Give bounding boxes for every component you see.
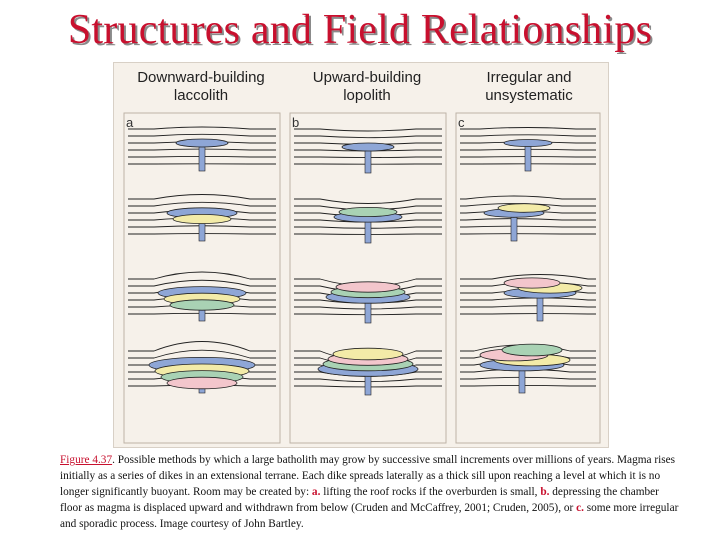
- stratum-line: [128, 126, 276, 130]
- stratum-line: [128, 201, 276, 207]
- column-title-line1: Upward-building: [312, 69, 422, 86]
- column-title-lopolith: Upward-building lopolith: [292, 69, 442, 105]
- caption-option-b: b.: [540, 486, 550, 498]
- magma-sheet: [503, 277, 561, 289]
- magma-sheet: [497, 203, 551, 213]
- magma-sheet: [169, 299, 235, 311]
- stratum-line: [128, 271, 276, 280]
- magma-sheet: [172, 213, 232, 224]
- stratum-line: [128, 341, 276, 352]
- stratum-line: [460, 127, 596, 130]
- feeder-dike: [198, 144, 206, 172]
- batholith-growth-figure: Downward-building laccolith Upward-build…: [113, 62, 609, 448]
- magma-sheet: [338, 206, 398, 217]
- column-title-irregular: Irregular and unsystematic: [454, 69, 604, 105]
- magma-sheet: [503, 139, 553, 147]
- column-title-line2: unsystematic: [485, 87, 573, 104]
- stratum-line: [294, 128, 442, 132]
- column-title-line1: Irregular and: [486, 69, 572, 86]
- column-title-line2: lopolith: [343, 87, 391, 104]
- panel-label-c: c: [458, 115, 465, 130]
- caption-figure-label: Figure 4.37: [60, 454, 113, 466]
- caption-text: lifting the roof rocks if the overburden…: [320, 486, 541, 498]
- magma-sheet: [166, 376, 238, 390]
- stratum-line: [128, 133, 276, 137]
- caption-text: . Possible methods by which a large bath…: [60, 454, 676, 498]
- stratum-line: [128, 194, 276, 200]
- magma-sheet: [341, 142, 395, 152]
- stratum-line: [294, 135, 442, 139]
- stratum-line: [460, 195, 596, 200]
- caption-option-c: c.: [576, 502, 584, 514]
- column-title-line2: laccolith: [173, 87, 229, 104]
- feeder-dike: [510, 214, 518, 242]
- stratum-line: [128, 279, 276, 287]
- magma-sheet: [175, 138, 229, 148]
- column-title-laccolith: Downward-building laccolith: [126, 69, 276, 105]
- stratum-line: [460, 274, 596, 280]
- caption-text: some more irregular and sporadic process…: [60, 502, 679, 530]
- magma-sheet: [501, 343, 563, 357]
- column-title-line1: Downward-building: [137, 69, 265, 86]
- panel-label-a: a: [126, 115, 134, 130]
- figure-diagram: [123, 112, 601, 444]
- feeder-dike: [524, 144, 532, 172]
- panel-label-b: b: [292, 115, 300, 130]
- feeder-dike: [536, 294, 544, 322]
- caption-option-a: a.: [311, 486, 321, 498]
- magma-sheet: [335, 281, 401, 293]
- magma-sheet: [332, 347, 404, 361]
- caption-text: depressing the chamber floor as magma is…: [60, 486, 659, 514]
- stratum-line: [460, 203, 596, 207]
- stratum-line: [294, 198, 442, 204]
- stratum-line: [460, 134, 596, 137]
- figure-caption: Figure 4.37. Possible methods by which a…: [60, 452, 680, 532]
- stratum-line: [128, 349, 276, 359]
- slide-title: Structures and Field Relationships: [67, 7, 653, 53]
